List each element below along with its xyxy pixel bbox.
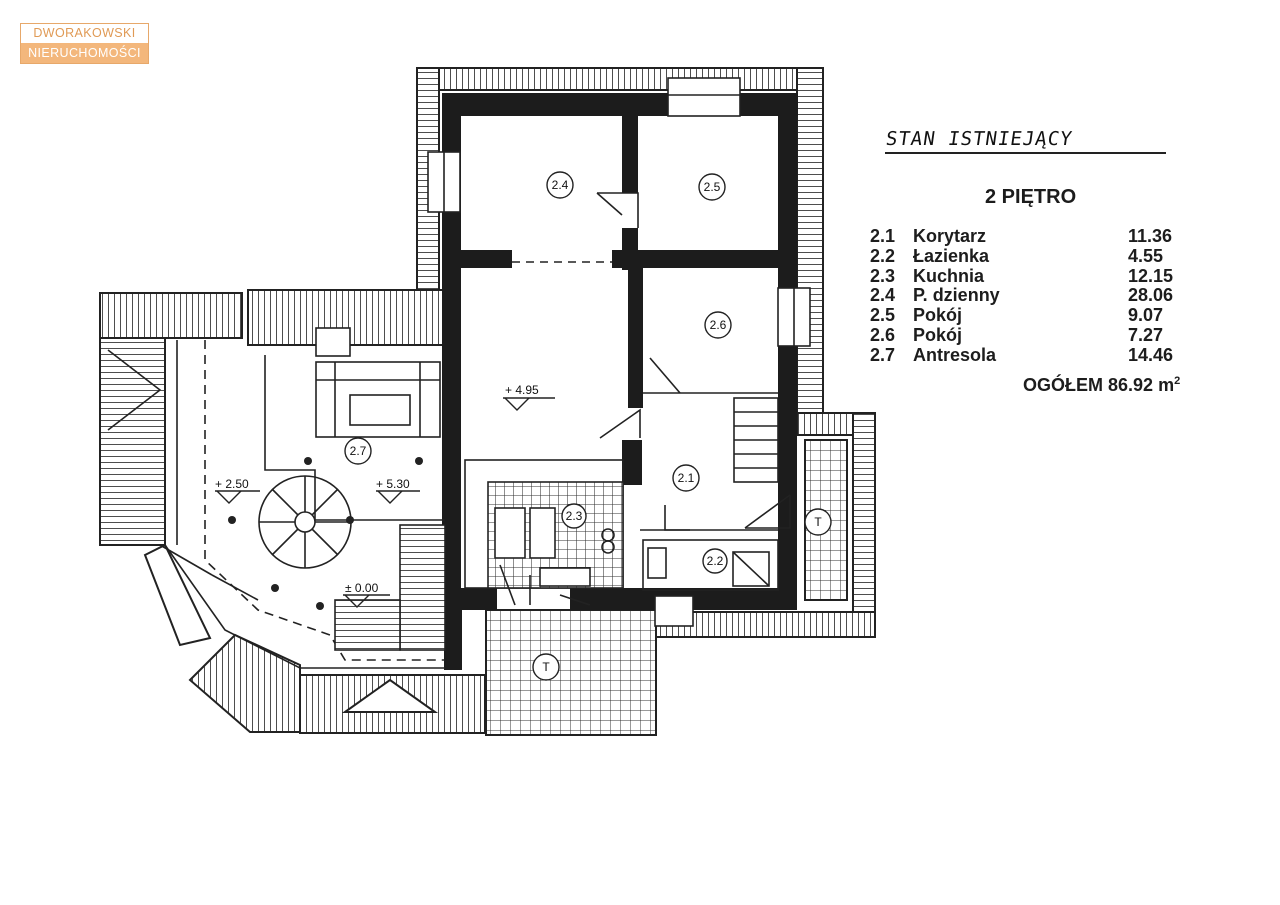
interior-lines (159, 192, 791, 669)
logo-line1: DWORAKOWSKI (21, 24, 148, 43)
room-number: 2.3 (870, 265, 896, 286)
room-area: 9.07 (1128, 305, 1164, 326)
room-name: Antresola (913, 344, 997, 365)
room-number: 2.5 (870, 305, 896, 326)
room-label-2-4: 2.4 (552, 178, 569, 192)
legend-row: 2.5 Pokój 9.07 (870, 305, 1210, 326)
level-label-495: + 4.95 (505, 383, 539, 397)
room-label-2-6: 2.6 (710, 318, 727, 332)
room-area: 7.27 (1128, 324, 1164, 345)
unit-exponent: 2 (1174, 375, 1181, 387)
room-number: 2.6 (870, 324, 896, 345)
legend-row: 2.2 Łazienka 4.55 (870, 245, 1210, 267)
level-label-530: + 5.30 (376, 477, 410, 491)
room-number: 2.1 (870, 226, 896, 246)
room-name: Pokój (913, 324, 963, 345)
floor-title: 2 PIĘTRO (985, 186, 1077, 208)
total-unit: m (1158, 375, 1175, 395)
level-label-000: ± 0.00 (345, 581, 379, 595)
spiral-staircase (258, 475, 352, 569)
room-label-2-1: 2.1 (678, 471, 695, 485)
room-number: 2.4 (870, 285, 896, 306)
room-label-2-7: 2.7 (350, 444, 367, 458)
room-name: Kuchnia (913, 265, 985, 286)
room-number: 2.7 (870, 344, 896, 365)
total-label: OGÓŁEM (1023, 375, 1103, 395)
roof-eaves (99, 67, 876, 736)
terrace-label-east: T (814, 515, 822, 529)
room-number: 2.2 (870, 245, 896, 266)
total-area: OGÓŁEM 86.92 m2 (1023, 375, 1180, 396)
legend-row: 2.4 P. dzienny 28.06 (870, 286, 1210, 306)
room-area: 28.06 (1128, 285, 1174, 306)
room-label-2-3: 2.3 (566, 509, 583, 523)
windows (315, 77, 811, 627)
legend-row: 2.3 Kuchnia 12.15 (870, 265, 1210, 287)
room-name: Łazienka (913, 245, 990, 266)
logo: DWORAKOWSKI NIERUCHOMOŚCI (20, 23, 149, 64)
room-label-2-2: 2.2 (707, 554, 724, 568)
legend-row: 2.7 Antresola 14.46 (870, 344, 1210, 366)
room-name: Pokój (913, 305, 963, 326)
level-label-250: + 2.50 (215, 477, 249, 491)
room-label-2-5: 2.5 (704, 180, 721, 194)
level-markers (215, 397, 555, 608)
room-name: P. dzienny (913, 285, 1000, 306)
room-area: 4.55 (1128, 245, 1164, 266)
heading-underline (885, 152, 1166, 154)
terrace-label-south: T (542, 660, 550, 674)
legend-row: 2.1 Korytarz 11.36 (870, 226, 1210, 247)
room-legend: 2.1 Korytarz 11.36 2.2 Łazienka 4.55 2.3… (870, 226, 1210, 366)
logo-line2: NIERUCHOMOŚCI (21, 43, 148, 63)
room-name: Korytarz (913, 226, 987, 246)
legend-row: 2.6 Pokój 7.27 (870, 324, 1210, 346)
room-area: 12.15 (1128, 265, 1174, 286)
room-area: 11.36 (1128, 226, 1173, 246)
room-area: 14.46 (1128, 344, 1174, 365)
total-value: 86.92 (1108, 375, 1154, 395)
column-dots (228, 457, 423, 610)
plan-heading: STAN ISTNIEJĄCY (884, 128, 1075, 150)
